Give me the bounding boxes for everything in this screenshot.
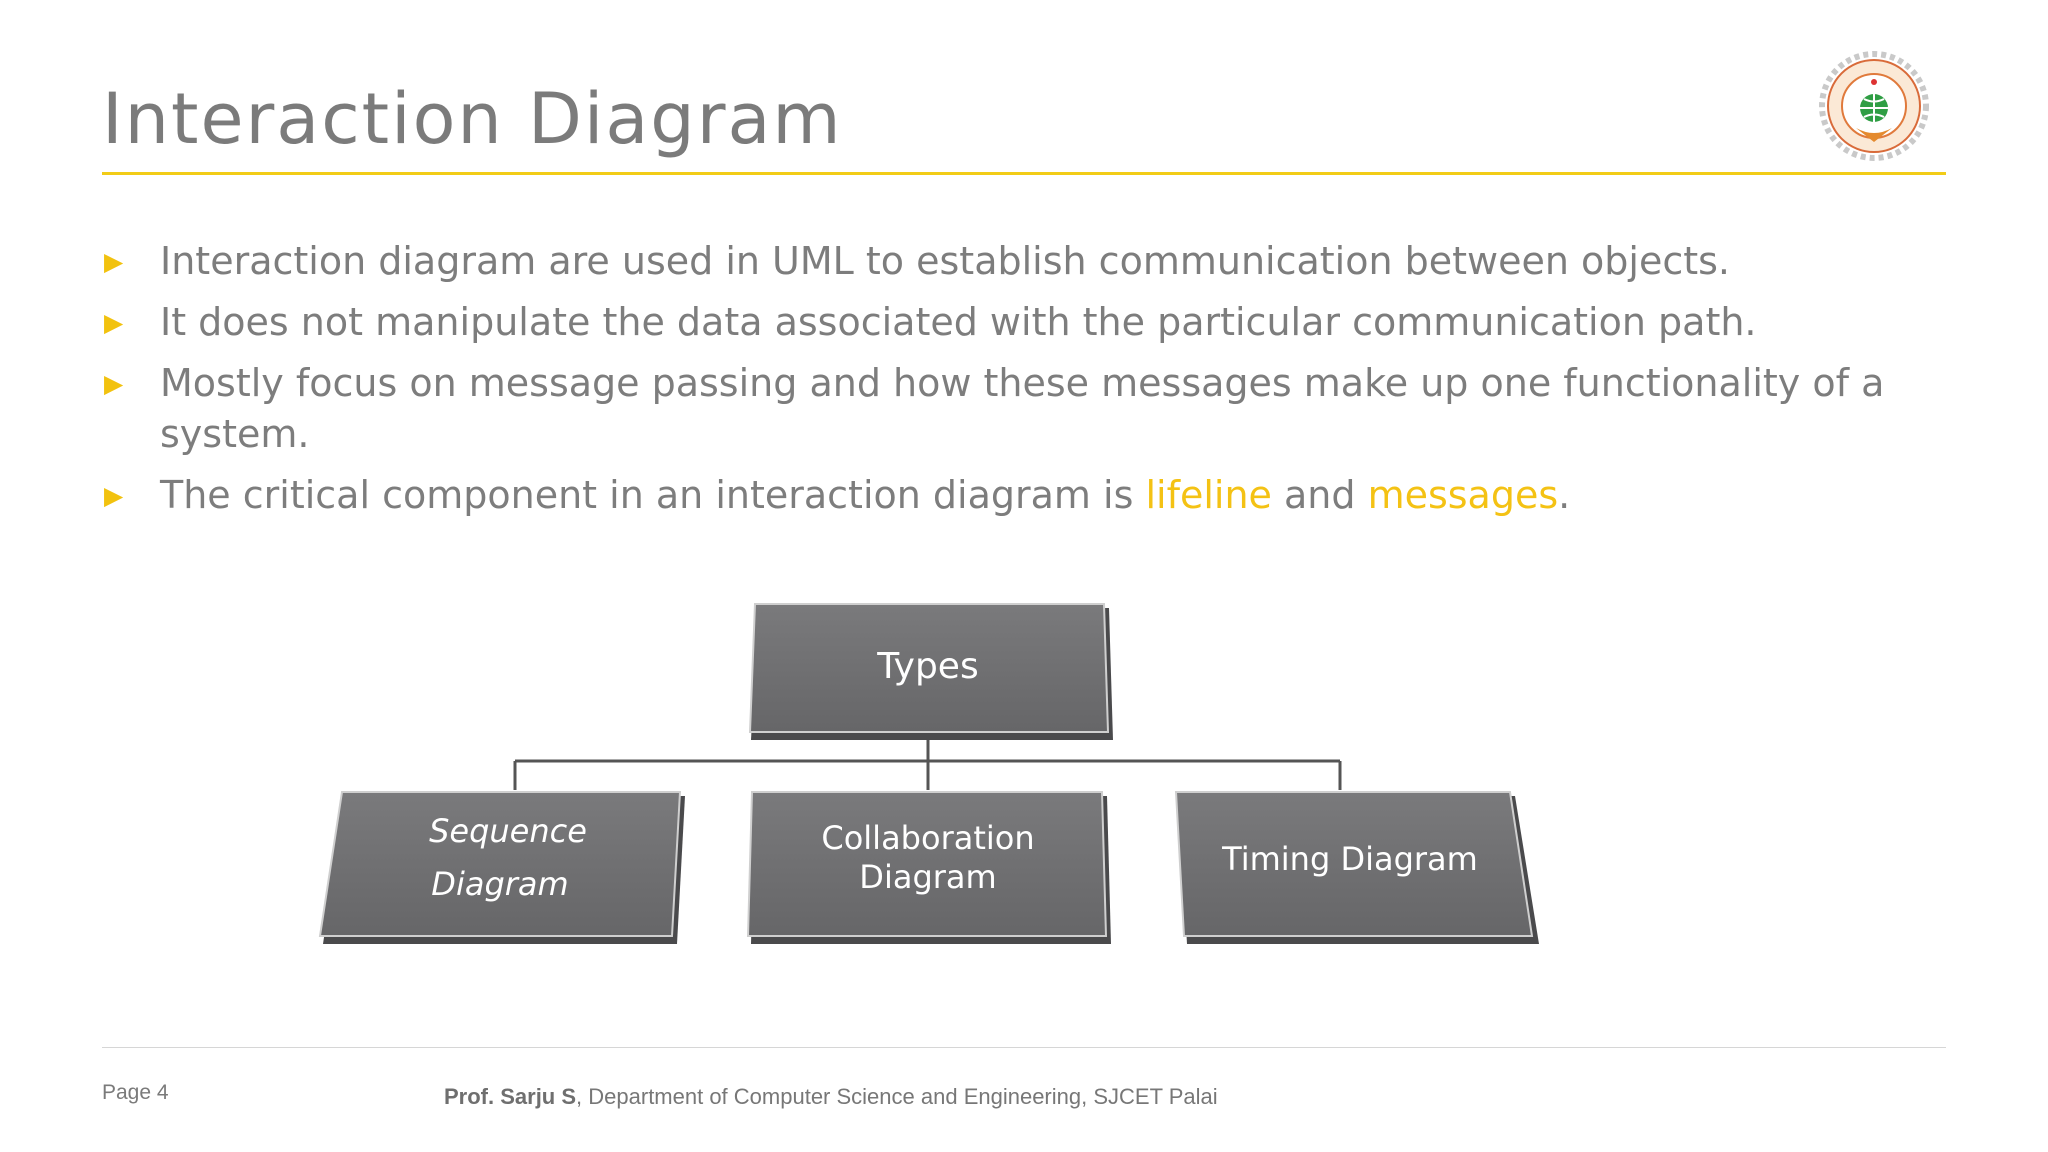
collaboration-diagram-box: Collaboration Diagram	[746, 791, 1111, 944]
types-label: Types	[876, 646, 978, 687]
triangle-right-icon: ▶	[104, 308, 124, 337]
sequence-label-line1: Sequence	[429, 812, 587, 850]
bullet-item: ▶ Mostly focus on message passing and ho…	[104, 358, 1934, 460]
bullet-item: ▶ Interaction diagram are used in UML to…	[104, 236, 1934, 287]
bullet-item: ▶ It does not manipulate the data associ…	[104, 297, 1934, 348]
timing-diagram-box: Timing Diagram	[1174, 791, 1539, 944]
sequence-label-line2: Diagram	[431, 865, 568, 903]
bullet-text: Interaction diagram are used in UML to e…	[160, 239, 1731, 283]
triangle-right-icon: ▶	[104, 369, 124, 398]
connector-lines	[513, 736, 1342, 790]
affiliation: , Department of Computer Science and Eng…	[576, 1084, 1218, 1109]
triangle-right-icon: ▶	[104, 481, 124, 510]
timing-label: Timing Diagram	[1221, 840, 1478, 878]
collaboration-label-line2: Diagram	[859, 858, 996, 896]
bullet-list: ▶ Interaction diagram are used in UML to…	[104, 236, 1934, 531]
title-underline	[102, 172, 1946, 175]
highlight-lifeline: lifeline	[1145, 473, 1272, 517]
collaboration-label-line1: Collaboration	[821, 819, 1034, 857]
triangle-right-icon: ▶	[104, 247, 124, 276]
slide-title: Interaction Diagram	[102, 78, 843, 160]
footer-divider	[102, 1047, 1946, 1048]
bullet-item: ▶ The critical component in an interacti…	[104, 470, 1934, 521]
types-diagram: Types Sequence Diagram Collaboration Dia…	[318, 603, 1539, 944]
college-seal-logo	[1819, 51, 1929, 161]
types-box: Types	[748, 603, 1113, 740]
bullet-text: It does not manipulate the data associat…	[160, 300, 1757, 344]
page-number: Page 4	[102, 1081, 169, 1104]
footer-credit: Prof. Sarju S, Department of Computer Sc…	[444, 1084, 1218, 1110]
bullet-text: Mostly focus on message passing and how …	[160, 361, 1885, 456]
highlight-messages: messages	[1367, 473, 1559, 517]
author-name: Prof. Sarju S	[444, 1084, 577, 1109]
bullet-text-middle: and	[1271, 473, 1368, 517]
bullet-text-before: The critical component in an interaction…	[160, 473, 1146, 517]
sequence-diagram-box: Sequence Diagram	[318, 791, 685, 944]
bullet-text-after: .	[1558, 473, 1571, 517]
